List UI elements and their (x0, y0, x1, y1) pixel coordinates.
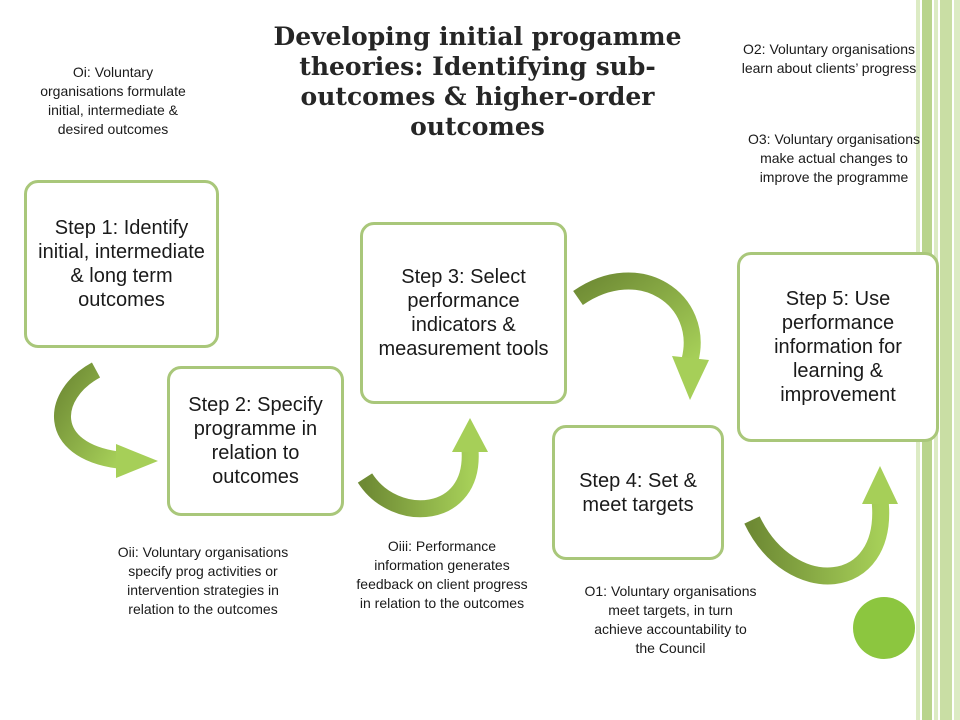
arrow-step1-step2 (54, 362, 158, 478)
step-3-box: Step 3: Select performance indicators & … (360, 222, 567, 404)
diagram-title: Developing initial progamme theories: Id… (273, 22, 682, 141)
step-2-box: Step 2: Specify programme in relation to… (167, 366, 344, 516)
arrow-step2-step3 (357, 418, 488, 518)
step-4-box: Step 4: Set & meet targets (552, 425, 724, 560)
accent-dot (853, 597, 915, 659)
note-o2: O2: Voluntary organisations learn about … (741, 41, 917, 76)
step-4-label: Step 4: Set & meet targets (579, 469, 697, 516)
step-3-label: Step 3: Select performance indicators & … (378, 266, 549, 360)
step-5-label: Step 5: Use performance information for … (774, 288, 902, 406)
step-2-label: Step 2: Specify programme in relation to… (188, 394, 323, 488)
note-oi: Oi: Voluntary organisations formulate in… (40, 64, 186, 137)
arrow-step3-step4 (573, 272, 709, 400)
stripe (954, 0, 960, 720)
stripe (940, 0, 952, 720)
note-o1: O1: Voluntary organisations meet targets… (584, 583, 757, 656)
arrow-step4-step5 (744, 466, 898, 585)
step-1-box: Step 1: Identify initial, intermediate &… (24, 180, 219, 348)
note-oiii: Oiii: Performance information generates … (356, 538, 528, 611)
step-1-label: Step 1: Identify initial, intermediate &… (38, 217, 205, 311)
note-o3: O3: Voluntary organisations make actual … (748, 131, 920, 185)
step-5-box: Step 5: Use performance information for … (737, 252, 939, 442)
note-oii: Oii: Voluntary organisations specify pro… (117, 544, 289, 617)
